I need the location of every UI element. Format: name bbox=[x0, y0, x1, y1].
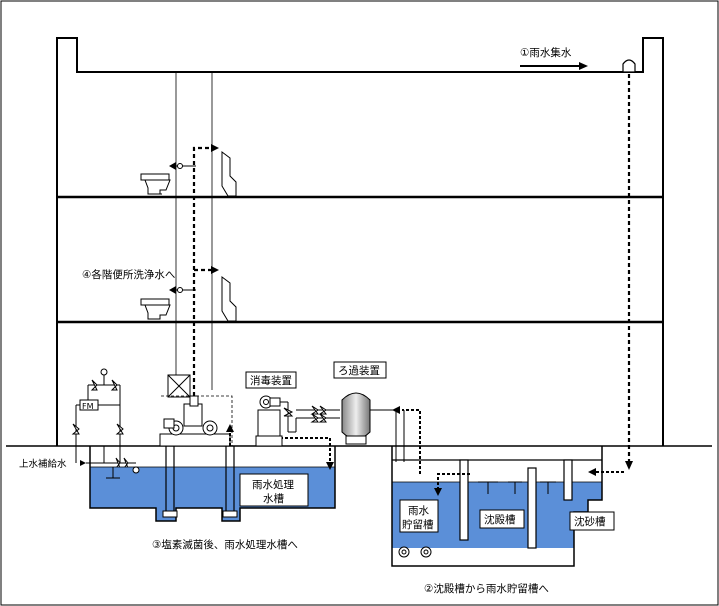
toilet-icon-lower bbox=[140, 298, 171, 320]
baffles bbox=[478, 481, 556, 494]
chlorinated-flow-arrow bbox=[326, 462, 334, 470]
urinal-icon-lower bbox=[221, 276, 237, 322]
toilet-arrow-lower bbox=[169, 286, 176, 294]
treatment-tank-outline bbox=[89, 446, 336, 522]
disinfection-piping bbox=[280, 401, 340, 433]
treatment-tank-label-1: 雨水処理 bbox=[252, 478, 294, 491]
sand-tank-label-box bbox=[569, 511, 615, 531]
filtration-tank bbox=[341, 392, 371, 445]
riser-arrow-mid bbox=[211, 266, 219, 274]
storage-tank-label-2: 貯留槽 bbox=[402, 518, 434, 531]
building-outline bbox=[56, 37, 664, 446]
submersible-pumps bbox=[398, 546, 432, 558]
disinfection-unit bbox=[255, 395, 283, 447]
storage-tank-label-1: 雨水 bbox=[408, 505, 429, 517]
return-arrow-up bbox=[226, 424, 234, 432]
flow-meter-label: FM bbox=[82, 402, 94, 411]
sand-tank-label: 沈砂槽 bbox=[574, 515, 606, 528]
pressure-gauge-icon bbox=[100, 368, 108, 376]
chlorinated-flow-dashed bbox=[280, 437, 331, 462]
to-each-floor-label: ④各階便所洗浄水へ bbox=[82, 268, 175, 281]
settling-tank-label: 沈殿槽 bbox=[484, 513, 516, 526]
tank-partitions bbox=[459, 459, 573, 549]
settling-to-storage-dashed bbox=[437, 473, 470, 488]
storage-inlet-arrow bbox=[434, 488, 442, 496]
rain-collection-label: ①雨水集水 bbox=[520, 46, 572, 59]
riser-arrow-top bbox=[211, 144, 219, 152]
pump-suction-pipes bbox=[165, 446, 235, 512]
toilet-arrow-upper bbox=[169, 162, 176, 170]
disinfection-label: 消毒装置 bbox=[250, 374, 292, 387]
sand-inlet-arrow bbox=[588, 468, 596, 476]
step2-caption: ②沈殿槽から雨水貯留槽へ bbox=[424, 582, 549, 595]
water-supply-piping bbox=[75, 375, 136, 464]
disinfection-label-box bbox=[245, 371, 297, 389]
pump-dashed-frame bbox=[161, 395, 233, 446]
supply-inlet-arrow bbox=[80, 460, 86, 466]
treatment-tank-label-box bbox=[239, 473, 309, 507]
valve-icons-middle bbox=[283, 405, 327, 423]
filtration-piping bbox=[370, 409, 405, 462]
step3-caption: ③塩素滅菌後、雨水処理水槽へ bbox=[152, 538, 298, 551]
treatment-tank-label-2: 水槽 bbox=[263, 493, 284, 505]
filtration-label-box bbox=[333, 361, 387, 379]
filter-feed-dashed bbox=[402, 409, 421, 474]
flow-meter-box bbox=[79, 399, 99, 411]
pipe-shaft bbox=[175, 72, 213, 390]
filter-feed-arrow bbox=[392, 406, 400, 414]
water-supply-label: 上水補給水 bbox=[19, 458, 67, 470]
roof-flow-arrow bbox=[520, 62, 588, 70]
pump-unit bbox=[159, 395, 231, 447]
filtration-label: ろ過装置 bbox=[338, 364, 380, 377]
supply-riser-dashed bbox=[192, 146, 212, 396]
tank-float-icons bbox=[106, 466, 140, 479]
urinal-icon-upper bbox=[221, 151, 237, 197]
settling-tank-label-box bbox=[479, 509, 525, 529]
storage-tank-label-box bbox=[399, 499, 439, 533]
foot-valves bbox=[162, 510, 238, 518]
downpipe-arrow bbox=[625, 461, 633, 470]
roof-drain-icon bbox=[622, 59, 636, 73]
toilet-icon-upper bbox=[140, 173, 171, 195]
control-panel bbox=[167, 374, 191, 398]
